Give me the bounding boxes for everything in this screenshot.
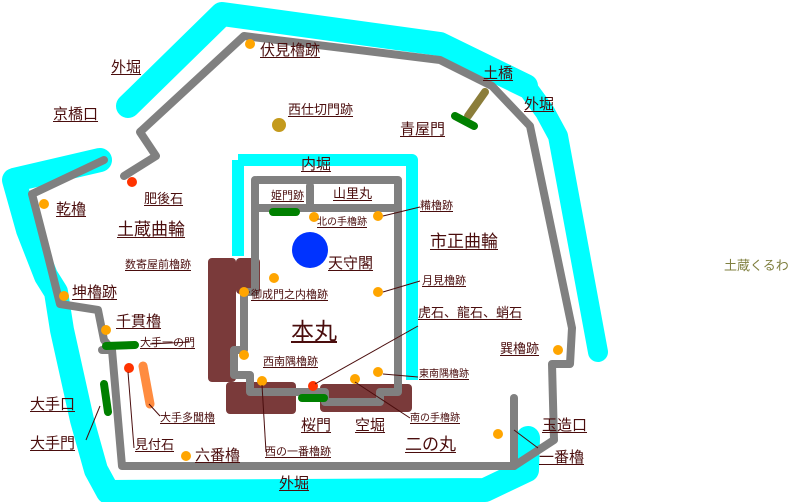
label-gaibori-right: 外堀 [524,95,555,113]
label-rokuban-yagura: 六番櫓 [195,446,241,464]
label-tora-ryu-tako-ishi: 虎石、龍石、蛸石 [418,306,523,321]
label-ninomaru: 二の丸 [405,435,456,455]
gates [100,112,478,416]
label-sakuramon: 桜門 [301,416,332,434]
label-otemachi: 大手口 [30,395,76,413]
label-tenshukaku: 天守閣 [328,254,374,272]
label-hitsujisaru-yagura-site: 坤櫓跡 [72,283,118,301]
stone-markers [124,177,318,391]
label-nishi-no-ichiban-yagura-site: 西の一番櫓跡 [265,445,331,458]
label-ichinokami-kuruwa: 市正曲輪 [430,232,498,252]
leader-lines [85,206,539,453]
label-dobashi: 土橋 [483,64,514,82]
label-hoshiii-yagura-site: 糒櫓跡 [420,199,453,212]
label-onarimon-uchi-yagura-site: 御成門之内櫓跡 [251,288,328,301]
label-ichiban-yagura: 一番櫓 [539,448,585,466]
label-tsukimi-yagura-site: 月見櫓跡 [422,274,466,287]
label-seinan-sumi-yagura-site: 西南隅櫓跡 [263,355,318,368]
label-kita-no-te-yagura-site: 北の手櫓跡 [317,217,367,228]
label-karabori: 空堀 [355,416,386,434]
label-higo-ishi: 肥後石 [144,192,184,207]
label-uchibori: 内堀 [301,155,332,173]
label-tatsumi-yagura-site: 巽櫓跡 [500,342,540,357]
label-tonan-sumi-yagura-site: 東南隅櫓跡 [419,369,469,380]
label-kyobashiguchi: 京橋口 [53,105,99,123]
label-fushimi-yagura-site: 伏見櫓跡 [260,41,321,59]
label-gaibori-top: 外堀 [111,58,142,76]
tamon-yagura [138,361,155,409]
label-mitsuke-ishi: 見付石 [135,438,175,453]
label-minami-no-te-yagura-site: 南の手櫓跡 [410,413,460,424]
label-gaibori-bottom: 外堀 [279,474,310,492]
label-sukiyamae-yagura-site: 数寄屋前櫓跡 [125,258,191,271]
tower-markers [39,39,563,461]
label-dozo-kuruwa: 土蔵曲輪 [117,220,185,240]
label-nishi-shikirimon-site: 西仕切門跡 [288,103,354,118]
label-dozo-kuruwa-legend: 土蔵くるわ [724,259,789,274]
tenshu-marker [292,232,328,268]
label-himemon-site: 姫門跡 [271,189,304,202]
label-honmaru: 本丸 [291,319,337,345]
label-aoyamon: 青屋門 [400,120,446,138]
label-yamazatomaru: 山里丸 [333,187,373,202]
inner-moat [232,154,418,380]
label-ote-ichi-no-mon: 大手一の門 [140,336,195,349]
dobashi-bridge [464,88,489,120]
label-ote-tamon-yagura: 大手多聞櫓 [160,411,215,424]
outer-moat [2,2,608,502]
label-inui-yagura: 乾櫓 [56,200,87,218]
label-sengan-yagura: 千貫櫓 [116,312,162,330]
label-otemon: 大手門 [30,434,76,452]
label-tamatsukuriguchi: 玉造口 [542,416,588,434]
